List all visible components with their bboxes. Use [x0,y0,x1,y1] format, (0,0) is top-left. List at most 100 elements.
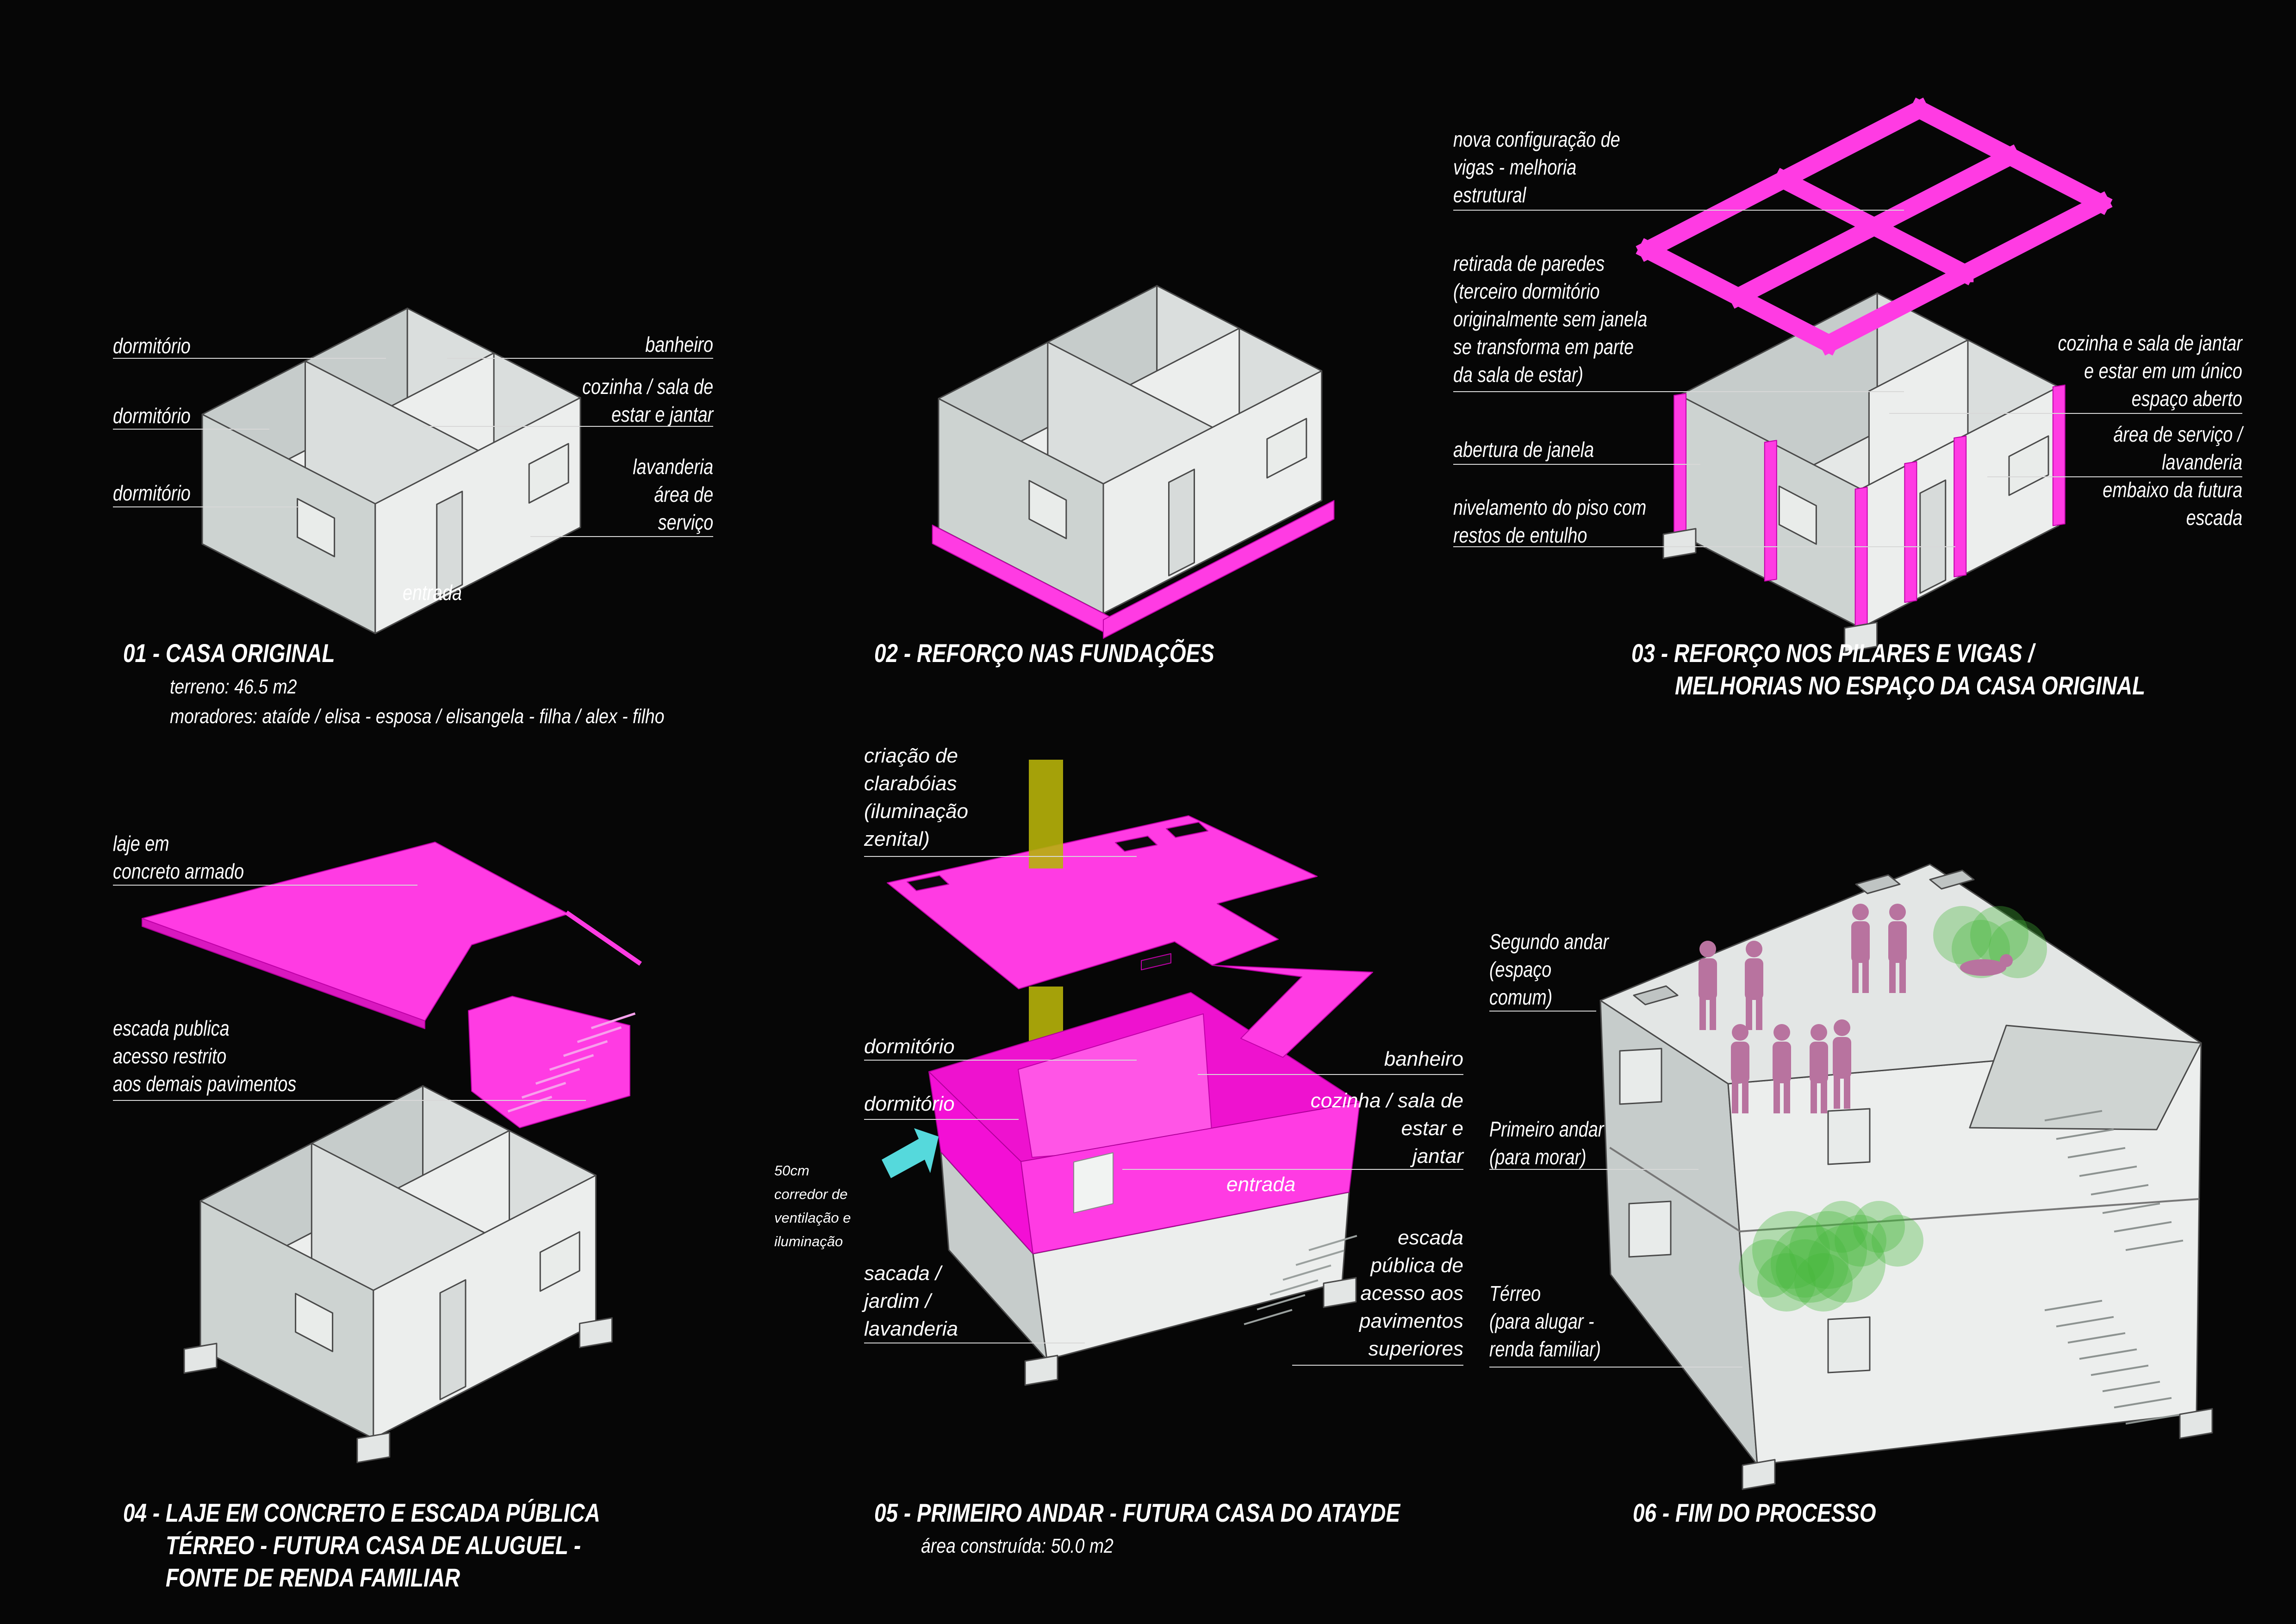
panel-title-03-line1: 03 - REFORÇO NOS PILARES E VIGAS / [1631,638,2035,668]
label-area-servico: área de serviço / lavanderia embaixo da … [2103,422,2242,530]
leader-line [113,358,386,359]
leader-line [1889,413,2242,414]
person-figure [1899,961,1906,993]
stair-step [2079,1348,2137,1360]
window [1778,485,1817,545]
label-dormitorio-1: dormitório [113,334,191,358]
person-figure [1710,998,1716,1030]
door [439,1279,467,1400]
label-abertura-janela: abertura de janela [1453,437,1594,462]
label-primeiro-andar: Primeiro andar (para morar) [1489,1117,1604,1169]
tree-foliage [1872,1215,1923,1267]
footing [1844,621,1878,653]
person-figure [1732,1024,1748,1041]
window [2008,435,2049,496]
stair-step [1244,1309,1293,1325]
person-figure [1821,1081,1827,1113]
window [528,443,569,504]
skylight-hole [1141,953,1171,970]
leader-line [1987,476,2242,477]
label-dormitorio-3: dormitório [113,481,191,505]
person-figure [1852,904,1869,920]
panel-title-01: 01 - CASA ORIGINAL [123,638,335,668]
leader-line [864,856,1137,857]
stair-step [2114,1397,2172,1409]
footing [2179,1408,2213,1439]
tree-foliage [1808,1225,1885,1303]
dog-figure [1960,959,2006,976]
footing [1742,1459,1776,1490]
person-figure [1784,1081,1790,1113]
leader-line [1489,1169,1699,1170]
person-figure [1851,921,1870,963]
public-stair-block [468,996,630,1128]
leader-line [1453,210,1904,211]
panel-title-02: 02 - REFORÇO NAS FUNDAÇÕES [874,638,1214,668]
label-lavanderia: lavanderia área de serviço [632,455,713,534]
door [436,490,463,599]
footing [1662,528,1697,559]
label-segundo-andar: Segundo andar (espaço comum) [1489,930,1609,1009]
roof-skylight [1633,985,1679,1006]
panel-title-04-line2: TÉRREO - FUTURA CASA DE ALUGUEL - [166,1530,581,1560]
label-nivelamento: nivelamento do piso com restos de entulh… [1453,495,1647,547]
floor-slab-line [1609,1147,1742,1233]
person-figure [1745,958,1763,1000]
tree-foliage [1757,1253,1816,1312]
window [1827,1108,1871,1165]
leader-line [1198,1074,1463,1075]
skylight-opening [1115,836,1157,852]
footing [356,1432,391,1463]
label-entrada: entrada [403,581,462,605]
outer-wall-front [1102,370,1323,614]
person-figure [1773,1081,1780,1113]
person-figure [1833,1037,1851,1079]
stair-step [1308,1235,1357,1251]
public-stair [1212,965,1373,1058]
stair-step [2102,1380,2160,1393]
label-claraboias: criação de clarabóias (iluminação zenita… [864,744,968,850]
panel-title-04-line3: FONTE DE RENDA FAMILIAR [166,1563,460,1592]
label-cozinha: cozinha / sala de estar e jantar [582,375,713,426]
tree-foliage [1789,1211,1867,1289]
pillar-reinforcement [1764,440,1777,582]
label-banheiro: banheiro [1384,1048,1463,1070]
door [1919,479,1947,594]
person-figure [1699,958,1717,1000]
tree-foliage [1752,1211,1830,1289]
tree-foliage [1776,1239,1834,1298]
person-figure [1742,1081,1748,1113]
footing [1024,1355,1058,1386]
label-sacada: sacada / jardim / lavanderia [864,1262,958,1340]
person-figure [1810,1042,1828,1083]
skylight-opening [907,875,949,891]
terreno-text: terreno: 46.5 m2 [170,675,297,698]
pillar-reinforcement [2052,384,2066,526]
label-dormitorio-1: dormitório [864,1035,955,1058]
stair-step [563,1040,608,1057]
leader-line [423,426,713,427]
panel-title-06: 06 - FIM DO PROCESSO [1633,1498,1876,1527]
label-cozinha-aberta: cozinha e sala de jantar e estar em um ú… [2058,331,2242,411]
roof-slab [887,815,1318,989]
leader-line [113,1100,586,1101]
window [1628,1200,1672,1258]
label-dormitorio-2: dormitório [113,404,191,428]
floor-slab-line [1739,1198,2200,1233]
label-cozinha: cozinha / sala de estar e jantar [1310,1089,1463,1168]
pillar-reinforcement [1854,487,1868,629]
label-corredor: 50cm corredor de ventilação e iluminação [774,1162,851,1249]
stair-step [2044,1299,2103,1312]
first-floor-front-wall [1020,1102,1360,1254]
window [1619,1048,1662,1105]
stair-step [1282,1264,1332,1281]
pillar-reinforcement [1904,461,1917,603]
tree-foliage [1771,1225,1848,1303]
leader-line [864,1060,1137,1061]
slab-ramp [565,911,642,966]
tree-foliage [1970,906,2028,964]
leader-line [1453,546,1955,547]
outer-wall-front [374,397,581,634]
leader-line [113,429,269,430]
